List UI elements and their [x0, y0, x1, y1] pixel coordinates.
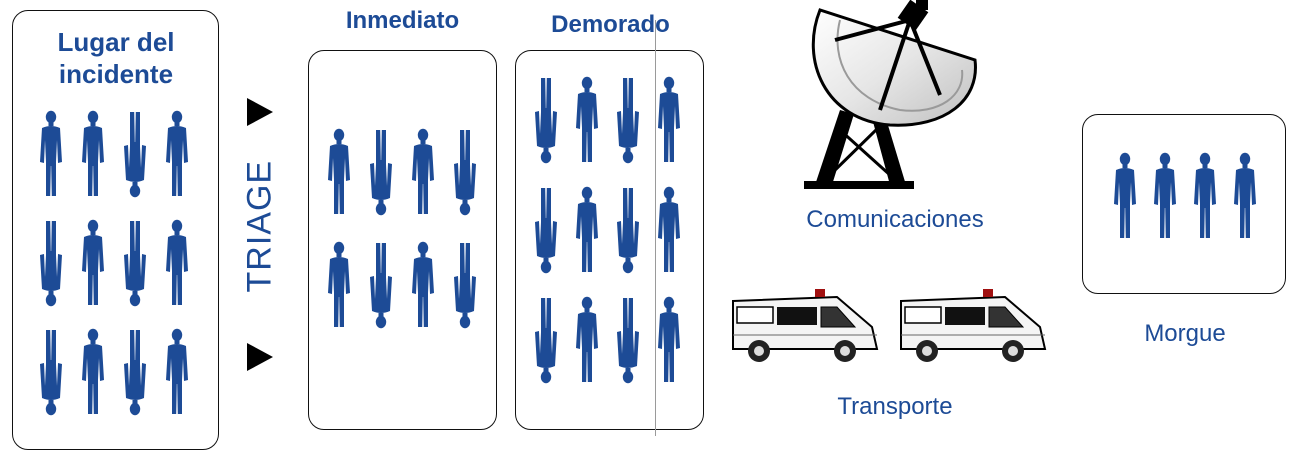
person-silhouette-icon [574, 296, 600, 384]
immediate-title: Inmediato [345, 7, 460, 34]
person-silhouette-icon [368, 241, 394, 329]
person-silhouette-icon [615, 76, 641, 164]
delayed-title: Demorado [551, 11, 670, 38]
ambulance-icon [900, 289, 1047, 362]
person-silhouette-icon [574, 186, 600, 274]
person-silhouette-icon [164, 219, 190, 307]
person-silhouette-icon [80, 219, 106, 307]
person-silhouette-icon [368, 128, 394, 216]
person-silhouette-icon [122, 328, 148, 416]
person-silhouette-icon [1112, 152, 1138, 240]
person-silhouette-icon [533, 76, 559, 164]
person-silhouette-icon [615, 296, 641, 384]
person-silhouette-icon [164, 110, 190, 198]
morgue-label: Morgue [1144, 320, 1226, 347]
person-silhouette-icon [533, 296, 559, 384]
person-silhouette-icon [38, 219, 64, 307]
immediate-panel [308, 50, 497, 430]
transport-label: Transporte [837, 393, 953, 420]
person-silhouette-icon [533, 186, 559, 274]
person-silhouette-icon [1192, 152, 1218, 240]
person-silhouette-icon [326, 241, 352, 329]
arrow-right-icon [247, 98, 273, 126]
satellite-dish-icon [804, 0, 977, 189]
person-silhouette-icon [656, 76, 682, 164]
person-silhouette-icon [80, 110, 106, 198]
person-silhouette-icon [615, 186, 641, 274]
person-silhouette-icon [326, 128, 352, 216]
person-silhouette-icon [656, 296, 682, 384]
person-silhouette-icon [38, 328, 64, 416]
person-silhouette-icon [122, 219, 148, 307]
person-silhouette-icon [452, 128, 478, 216]
person-silhouette-icon [38, 110, 64, 198]
person-silhouette-icon [452, 241, 478, 329]
triage-label: TRIAGE [240, 159, 279, 293]
person-silhouette-icon [1232, 152, 1258, 240]
person-silhouette-icon [410, 241, 436, 329]
person-silhouette-icon [80, 328, 106, 416]
arrow-right-icon [247, 343, 273, 371]
person-silhouette-icon [410, 128, 436, 216]
incident-site-title: Lugar del incidente [57, 27, 175, 89]
person-silhouette-icon [122, 110, 148, 198]
person-silhouette-icon [574, 76, 600, 164]
person-silhouette-icon [656, 186, 682, 274]
person-silhouette-icon [1152, 152, 1178, 240]
person-silhouette-icon [164, 328, 190, 416]
communications-label: Comunicaciones [806, 206, 984, 233]
ambulance-icon [732, 289, 879, 362]
divider-line [655, 20, 656, 436]
